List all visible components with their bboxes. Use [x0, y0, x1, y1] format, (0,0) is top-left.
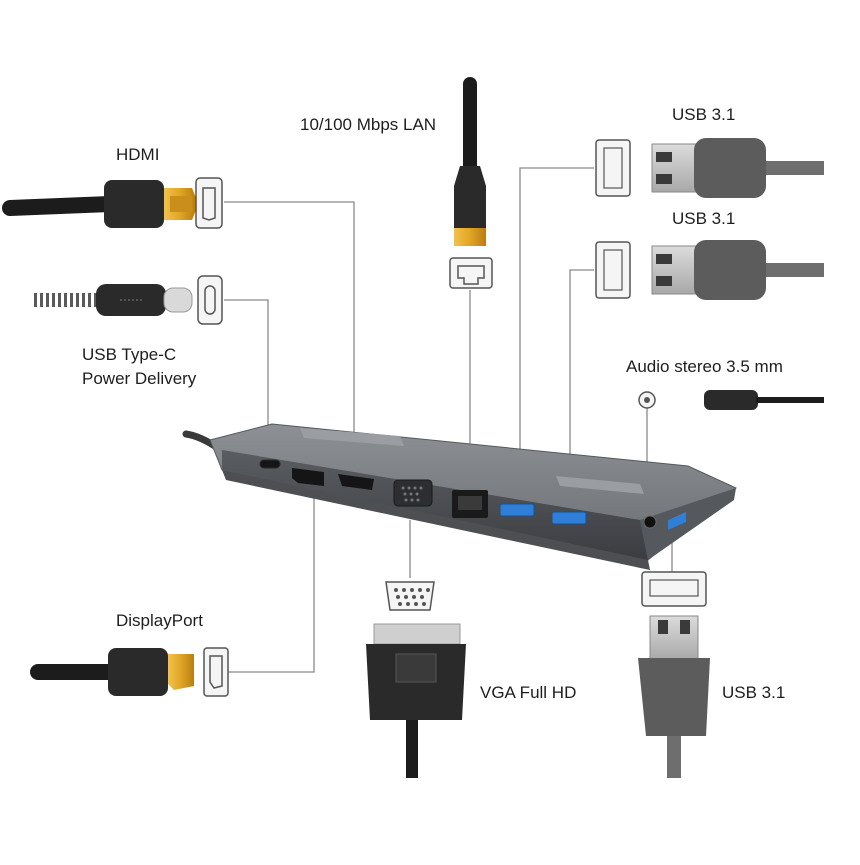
hub-ports: [259, 459, 686, 530]
hub-hdmi-port: [338, 474, 374, 490]
usbc-port-icon: [197, 275, 223, 325]
audio-cable: [638, 390, 824, 410]
displayport-port-icon: [203, 647, 229, 697]
label-hdmi: HDMI: [116, 145, 160, 164]
hub-usbc-port: [259, 459, 281, 469]
vga-cable: [366, 581, 466, 778]
hub-audio-port: [643, 515, 657, 529]
hub-usb-port-2: [551, 511, 587, 525]
label-usb31-bottom: USB 3.1: [722, 683, 786, 702]
usb-cable-bottom: [638, 571, 710, 778]
label-usbc-line1: USB Type-C: [82, 345, 177, 364]
hub-displayport-port: [292, 468, 324, 486]
usb-port-icon-bottom: [641, 571, 707, 607]
label-lan: 10/100 Mbps LAN: [300, 115, 437, 134]
vga-port-icon: [385, 581, 435, 611]
leader-usb-mid: [569, 269, 594, 508]
usb-cable-middle: [595, 240, 824, 300]
label-usbc-line2: Power Delivery: [82, 369, 197, 388]
hdmi-cable: [2, 177, 223, 229]
label-audio: Audio stereo 3.5 mm: [626, 357, 783, 376]
leader-hdmi: [224, 201, 355, 478]
leader-displayport: [208, 492, 315, 673]
hub-usb-port-side: [668, 512, 686, 530]
lan-cable: [449, 77, 493, 289]
label-usb31-middle: USB 3.1: [672, 209, 736, 228]
displayport-cable: [30, 647, 229, 697]
label-displayport: DisplayPort: [116, 611, 203, 630]
leader-usb-top: [519, 167, 594, 500]
usbc-cable: [34, 275, 223, 325]
hub-vga-port: [393, 479, 433, 507]
label-usb31-top: USB 3.1: [672, 105, 736, 124]
label-vga: VGA Full HD: [480, 683, 577, 702]
usb-cable-top: [595, 138, 824, 198]
hub-usb-port-1: [499, 503, 535, 517]
leader-usbc: [224, 299, 269, 458]
